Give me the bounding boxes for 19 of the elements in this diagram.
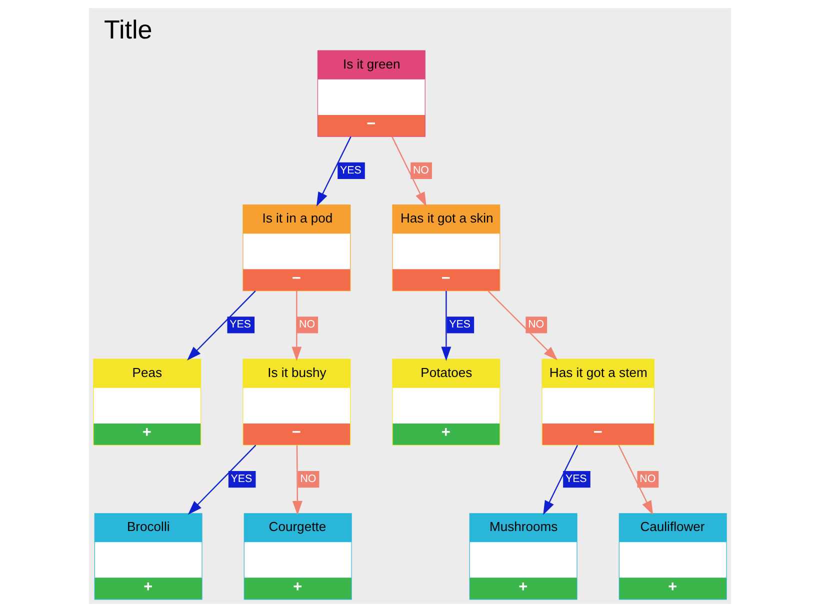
edge-label: YES <box>230 472 252 485</box>
arrow <box>316 136 352 206</box>
edge-label: YES <box>449 318 471 331</box>
edge-label: NO <box>412 164 429 176</box>
edge-label: YES <box>340 164 362 176</box>
arrow <box>292 290 302 361</box>
edge-label: NO <box>300 472 316 485</box>
arrow <box>618 444 654 516</box>
edge-label: YES <box>565 472 587 485</box>
arrow <box>543 444 578 516</box>
diagram-title: Title <box>104 14 152 45</box>
edge-label: NO <box>528 318 544 331</box>
edge-label: NO <box>640 472 656 485</box>
edge-label: NO <box>299 318 316 331</box>
arrow <box>441 290 452 361</box>
arrow <box>488 290 558 360</box>
edge-label: YES <box>230 318 251 331</box>
arrow <box>392 136 426 206</box>
arrow <box>292 445 302 516</box>
